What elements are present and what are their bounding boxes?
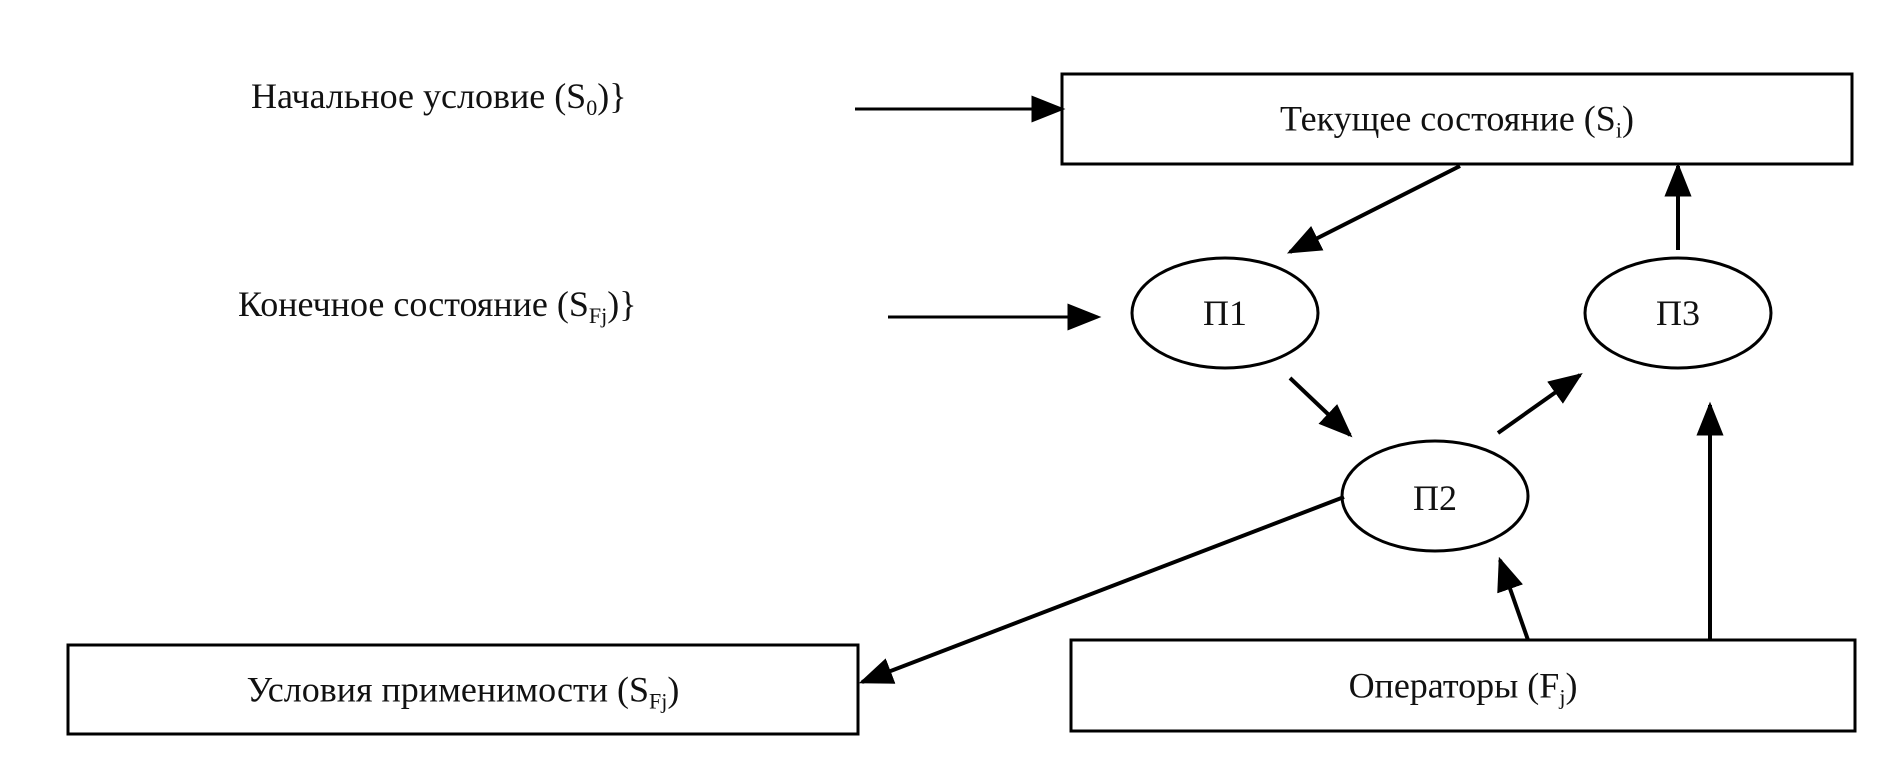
current-state-sub: i bbox=[1615, 117, 1622, 143]
p3-label: П3 bbox=[1656, 293, 1700, 333]
applicability-label: Условия применимости (SFj) bbox=[247, 672, 680, 713]
p1-node bbox=[1130, 256, 1320, 370]
operators-label: Операторы (Fj) bbox=[1349, 668, 1578, 709]
arrow-p2-to-p3 bbox=[1496, 373, 1583, 435]
arrow-operators-to-p2 bbox=[1497, 556, 1530, 641]
p3-node bbox=[1583, 256, 1773, 370]
arrow-current-to-p1 bbox=[1286, 164, 1461, 254]
initial-condition-label: Начальное условие (S0)} bbox=[251, 78, 626, 119]
applicability-sub: Fj bbox=[649, 688, 668, 714]
current-state-tail: ) bbox=[1621, 98, 1634, 139]
operators-tail: ) bbox=[1565, 665, 1578, 706]
final-state-label: Конечное состояние (SFj)} bbox=[238, 286, 637, 327]
p2-label: П2 bbox=[1413, 478, 1457, 518]
operators-sub: j bbox=[1559, 684, 1566, 710]
initial-condition-sub: 0 bbox=[586, 95, 598, 120]
initial-condition-text: Начальное условие (S bbox=[251, 76, 587, 116]
arrow-p2-to-applicability bbox=[858, 495, 1345, 684]
p1-label: П1 bbox=[1203, 293, 1247, 333]
final-state-tail: )} bbox=[607, 284, 637, 324]
final-state-text: Конечное состояние (S bbox=[238, 284, 589, 324]
operators-box bbox=[1069, 638, 1857, 733]
operators-text: Операторы (F bbox=[1348, 665, 1560, 706]
applicability-tail: ) bbox=[667, 669, 680, 710]
current-state-text: Текущее состояние (S bbox=[1280, 98, 1616, 139]
applicability-box bbox=[66, 643, 860, 736]
applicability-text: Условия применимости (S bbox=[246, 669, 650, 710]
final-state-sub: Fj bbox=[588, 303, 608, 328]
current-state-label: Текущее состояние (Si) bbox=[1280, 101, 1634, 142]
initial-condition-tail: )} bbox=[597, 76, 627, 116]
arrow-p1-to-p2 bbox=[1288, 376, 1353, 438]
